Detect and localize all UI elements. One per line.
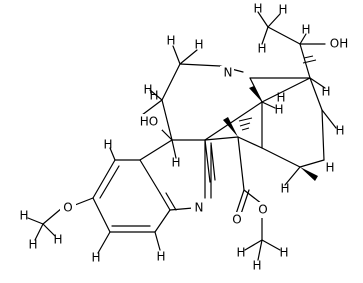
atom-label-h: H (166, 34, 175, 48)
atom-label-h: H (280, 182, 289, 196)
atom-label-h: H (194, 38, 203, 52)
atom-label-h: H (253, 2, 262, 16)
atom-label-ho: HO (140, 115, 158, 129)
atom-label-n: N (195, 201, 204, 215)
atom-label-h: H (252, 259, 261, 273)
atom-label-o: O (63, 201, 72, 215)
stereo-bonds (223, 55, 318, 181)
atom-label-h: H (91, 251, 100, 265)
atom-labels: H H H H OH H H N H H H H HO H H H H H N … (19, 2, 350, 273)
atom-label-h: H (278, 3, 287, 17)
atom-label-h: H (103, 138, 112, 152)
atom-label-h: H (274, 103, 283, 117)
atom-label-h: H (279, 246, 288, 260)
atom-label-h: H (149, 89, 158, 103)
atom-label-h: H (19, 209, 28, 223)
atom-label-h: H (236, 246, 245, 260)
atom-label-o: O (232, 213, 241, 227)
atom-label-h: H (321, 85, 330, 99)
atom-label-oh: OH (330, 37, 348, 51)
atom-label-h: H (28, 238, 37, 252)
atom-label-h: H (257, 42, 266, 56)
atom-label-h: H (276, 91, 285, 105)
atom-label-h: H (301, 23, 310, 37)
atom-label-h: H (53, 233, 62, 247)
atom-label-h: H (171, 156, 180, 170)
atom-label-h: H (156, 250, 165, 264)
atom-label-n: N (224, 66, 233, 80)
atom-label-o: O (258, 203, 267, 217)
bond-lines (27, 11, 337, 261)
atom-label-h: H (143, 83, 152, 97)
atom-label-h: H (325, 161, 334, 175)
atom-label-h: H (335, 124, 344, 138)
